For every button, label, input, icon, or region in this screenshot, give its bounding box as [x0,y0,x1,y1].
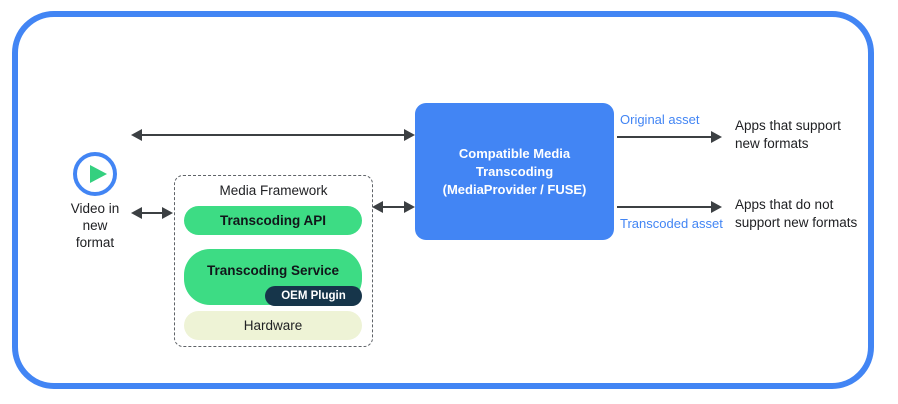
layer-transcoding-api: Transcoding API [184,206,362,235]
cmt-line-3: (MediaProvider / FUSE) [442,181,587,197]
arrowhead-right-icon [404,129,415,141]
media-framework-group: Media Framework [174,175,373,347]
video-caption-line-3: format [75,235,115,250]
cmt-box-text: Compatible Media Transcoding (MediaProvi… [443,145,587,199]
arrow-framework-to-cmt [372,201,415,213]
arrowhead-right-icon [711,131,722,143]
play-triangle-icon [90,165,107,183]
arrowhead-left-icon [131,207,142,219]
arrow-video-to-cmt [131,129,415,141]
cmt-line-2: Transcoding [475,163,554,179]
consumer-apps-supporting: Apps that support new formats [735,117,841,153]
arrow-original-asset [617,131,722,143]
play-circle-icon [73,152,117,196]
layer-hardware: Hardware [184,311,362,340]
video-source-caption: Video in new format [45,200,145,251]
video-caption-line-2: new [82,218,108,233]
media-framework-title: Media Framework [219,183,328,198]
arrowhead-right-icon [711,201,722,213]
consumer-not-supporting-line-1: Apps that do not [735,197,834,212]
arrow-video-to-framework [131,207,173,219]
layer-oem-plugin: OEM Plugin [265,286,362,306]
arrow-transcoded-asset [617,201,722,213]
arrowhead-right-icon [162,207,173,219]
video-caption-line-1: Video in [70,201,120,216]
compatible-media-transcoding-box: Compatible Media Transcoding (MediaProvi… [415,103,614,240]
label-transcoded-asset: Transcoded asset [620,216,723,231]
consumer-supporting-line-1: Apps that support [735,118,841,133]
arrowhead-left-icon [131,129,142,141]
layer-transcoding-service-label: Transcoding Service [206,263,340,278]
arrowhead-right-icon [404,201,415,213]
consumer-apps-not-supporting: Apps that do not support new formats [735,196,857,232]
cmt-line-1: Compatible Media [458,145,571,161]
consumer-not-supporting-line-2: support new formats [735,215,858,230]
label-original-asset: Original asset [620,112,700,127]
consumer-supporting-line-2: new formats [735,136,809,151]
arrowhead-left-icon [372,201,383,213]
